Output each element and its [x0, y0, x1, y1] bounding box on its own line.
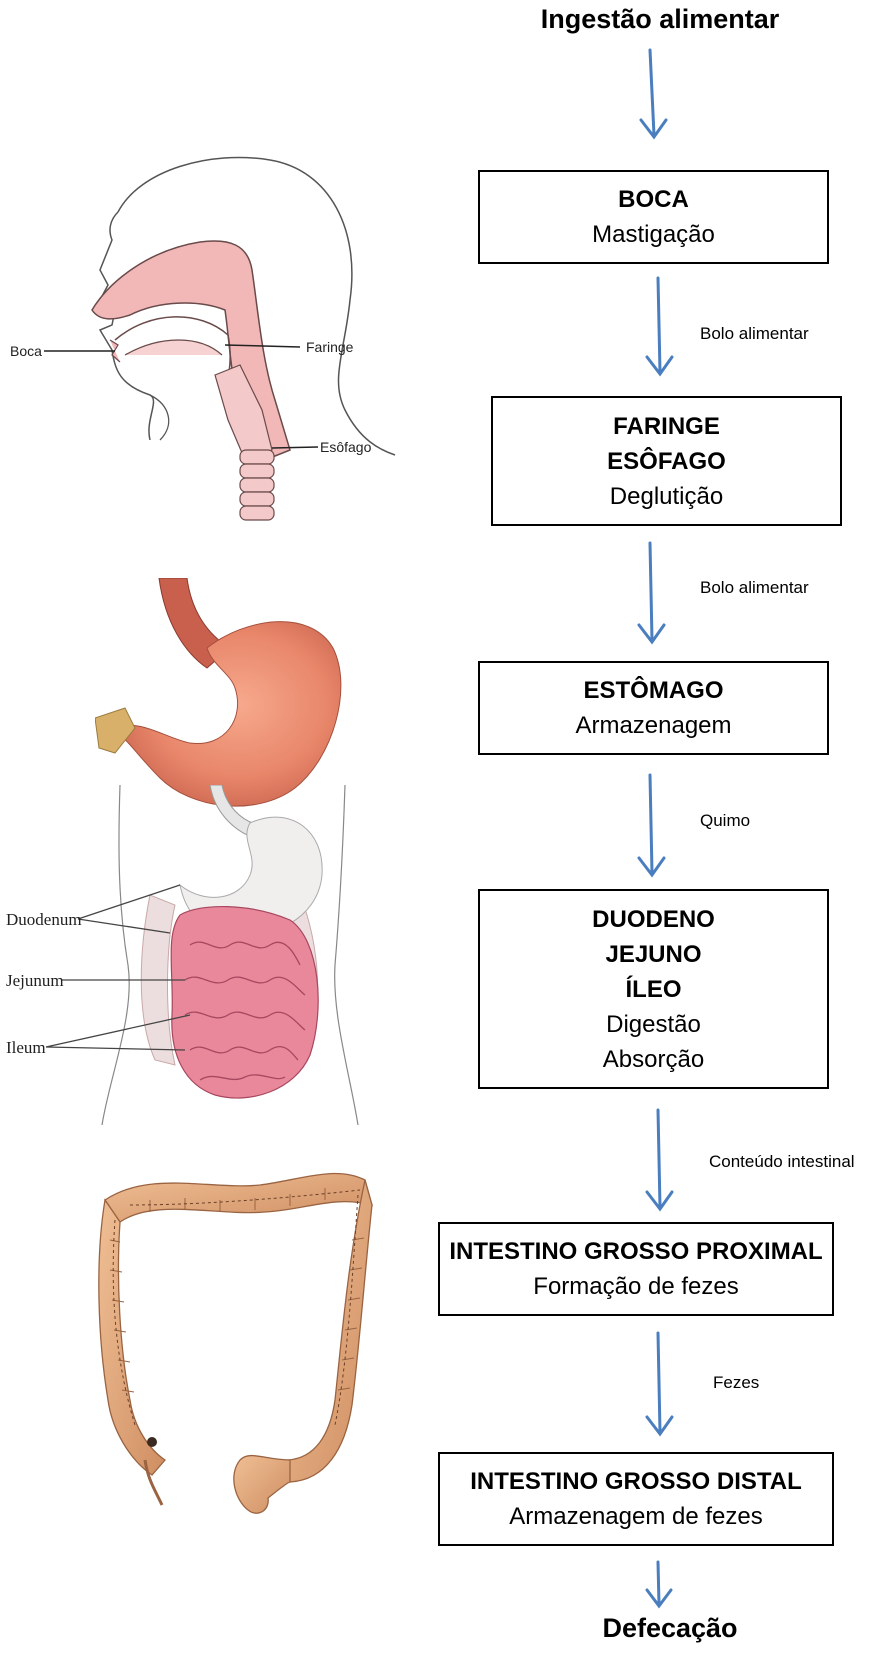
- stage-box-intestino-grosso-distal: INTESTINO GROSSO DISTAL Armazenagem de f…: [438, 1452, 834, 1546]
- stage-box-boca: BOCA Mastigação: [478, 170, 829, 264]
- label-faringe: Faringe: [306, 339, 354, 355]
- edge-label-bolo-1: Bolo alimentar: [700, 324, 809, 344]
- arrow-2: [639, 543, 664, 642]
- large-intestine-illustration: [90, 1160, 390, 1520]
- arrow-start: [641, 50, 666, 137]
- stage-organ: BOCA: [618, 182, 689, 217]
- small-intestine-illustration: Duodenum Jejunum Ileum: [0, 785, 380, 1125]
- arrow-end: [647, 1562, 671, 1606]
- arrow-3: [639, 775, 664, 875]
- label-ileum: Ileum: [6, 1038, 46, 1057]
- stage-function: Formação de fezes: [533, 1269, 738, 1304]
- edge-label-quimo: Quimo: [700, 811, 750, 831]
- leader-esofago: [272, 447, 318, 448]
- stage-function: Mastigação: [592, 217, 715, 252]
- stage-organ: ESTÔMAGO: [583, 673, 723, 708]
- stage-box-faringe-esofago: FARINGE ESÔFAGO Deglutição: [491, 396, 842, 526]
- edge-label-conteudo: Conteúdo intestinal: [709, 1152, 855, 1172]
- stage-function: Armazenagem de fezes: [509, 1499, 762, 1534]
- end-label: Defecação: [600, 1613, 740, 1644]
- arrow-1: [647, 278, 672, 374]
- stage-organ: JEJUNO: [605, 937, 701, 972]
- stage-organ: ESÔFAGO: [607, 444, 726, 479]
- stage-organ: DUODENO: [592, 902, 715, 937]
- arrow-5: [647, 1333, 672, 1434]
- stage-organ: ÍLEO: [625, 972, 681, 1007]
- label-duodenum: Duodenum: [6, 910, 82, 929]
- edge-label-fezes: Fezes: [713, 1373, 759, 1393]
- stage-organ: FARINGE: [613, 409, 720, 444]
- stage-box-estomago: ESTÔMAGO Armazenagem: [478, 661, 829, 755]
- stage-organ: INTESTINO GROSSO DISTAL: [470, 1464, 802, 1499]
- stomach-illustration: [95, 578, 355, 818]
- stage-function: Absorção: [603, 1042, 704, 1077]
- label-jejunum: Jejunum: [6, 971, 64, 990]
- stage-function: Armazenagem: [575, 708, 731, 743]
- stage-organ: INTESTINO GROSSO PROXIMAL: [449, 1234, 822, 1269]
- stage-function: Deglutição: [610, 479, 723, 514]
- arrow-4: [647, 1110, 672, 1209]
- label-boca: Boca: [10, 343, 42, 359]
- edge-label-bolo-2: Bolo alimentar: [700, 578, 809, 598]
- label-esofago: Esôfago: [320, 439, 372, 455]
- stage-function: Digestão: [606, 1007, 701, 1042]
- stage-box-intestino-delgado: DUODENO JEJUNO ÍLEO Digestão Absorção: [478, 889, 829, 1089]
- head-illustration: Boca Faringe Esôfago: [0, 150, 420, 560]
- stage-box-intestino-grosso-proximal: INTESTINO GROSSO PROXIMAL Formação de fe…: [438, 1222, 834, 1316]
